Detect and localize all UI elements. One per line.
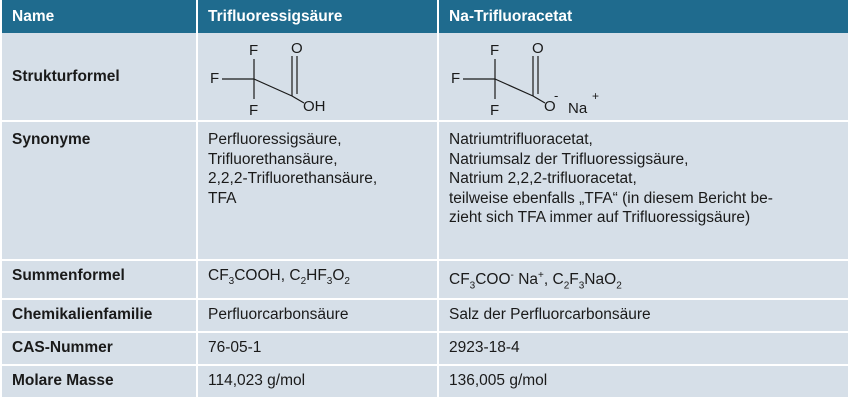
- formula-label: Summenformel: [2, 260, 198, 300]
- na-bond-cc: [494, 78, 534, 97]
- cas-row: CAS-Nummer 76-05-1 2923-18-4: [2, 331, 848, 366]
- na-bond-co-minus: [532, 95, 546, 104]
- tfa-mass: 114,023 g/mol: [197, 364, 439, 397]
- header-row: Name Trifluoressigsäure Na-Trifluoraceta…: [2, 0, 848, 33]
- synonyms-row: Synonyme Perfluoressigsäure, Trifluoreth…: [2, 121, 848, 261]
- na-left-fluorine: F: [451, 70, 460, 87]
- tfa-left-fluorine: F: [210, 70, 219, 87]
- na-cas: 2923-18-4: [438, 331, 848, 366]
- na-family: Salz der Perfluorcarbonsäure: [438, 298, 848, 333]
- tfa-bond-coh: [291, 95, 305, 104]
- tfa-structure-drawing: F F F O OH: [210, 40, 326, 119]
- tfa-bottom-fluorine: F: [249, 102, 258, 119]
- na-carbonyl-oxygen: O: [532, 40, 544, 57]
- na-plus-charge: +: [592, 89, 599, 103]
- header-name: Name: [2, 0, 198, 33]
- tfa-top-fluorine: F: [249, 42, 258, 59]
- na-structure-cell: F F F O O - Na +: [438, 33, 848, 122]
- mass-row: Molare Masse 114,023 g/mol 136,005 g/mol: [2, 364, 848, 397]
- na-formula: CF3COO- Na+, C2F3NaO2: [438, 260, 848, 300]
- na-synonym-line: teilweise ebenfalls „TFA“ (in diesem Ber…: [449, 189, 773, 207]
- tfa-synonyms: Perfluoressigsäure, Trifluorethansäure, …: [197, 121, 439, 261]
- tfa-synonym-line: Perfluoressigsäure,: [208, 131, 342, 148]
- cas-label: CAS-Nummer: [2, 331, 198, 366]
- na-anion-oxygen: O: [544, 98, 556, 115]
- tfa-carbonyl-oxygen: O: [291, 40, 303, 57]
- na-sodium: Na: [568, 100, 588, 117]
- header-na-tfa: Na-Trifluoracetat: [438, 0, 848, 33]
- header-tfa: Trifluoressigsäure: [197, 0, 439, 33]
- tfa-synonym-line: TFA: [208, 189, 237, 207]
- structure-label: Strukturformel: [2, 33, 198, 122]
- na-top-fluorine: F: [490, 42, 499, 59]
- na-synonym-line: Natriumsalz der Trifluoressigsäure,: [449, 150, 689, 168]
- tfa-synonym-line: 2,2,2-Trifluorethansäure,: [208, 170, 378, 187]
- tfa-formula: CF3COOH, C2HF3O2: [197, 260, 439, 300]
- structure-row: Strukturformel F F F O OH: [2, 33, 848, 122]
- synonyms-label: Synonyme: [2, 121, 198, 261]
- na-synonyms: Natriumtrifluoracetat, Natriumsalz der T…: [438, 121, 848, 261]
- na-synonym-line: Natrium 2,2,2-trifluoracetat,: [449, 170, 637, 187]
- na-minus-charge: -: [554, 88, 558, 103]
- tfa-cas: 76-05-1: [197, 331, 439, 366]
- tfa-hydroxyl: OH: [303, 98, 326, 115]
- family-row: Chemikalienfamilie Perfluorcarbonsäure S…: [2, 298, 848, 333]
- na-synonym-line: zieht sich TFA immer auf Trifluoressigsä…: [449, 209, 751, 226]
- na-synonym-line: Natriumtrifluoracetat,: [449, 131, 593, 148]
- tfa-structure-cell: F F F O OH: [197, 33, 439, 122]
- tfa-synonym-line: Trifluorethansäure,: [208, 150, 338, 168]
- formula-row: Summenformel CF3COOH, C2HF3O2 CF3COO- Na…: [2, 260, 848, 300]
- family-label: Chemikalienfamilie: [2, 298, 198, 333]
- tfa-bond-cc: [253, 78, 293, 97]
- na-bottom-fluorine: F: [490, 102, 499, 119]
- mass-label: Molare Masse: [2, 364, 198, 397]
- tfa-family: Perfluorcarbonsäure: [197, 298, 439, 333]
- na-mass: 136,005 g/mol: [438, 364, 848, 397]
- na-structure-drawing: F F F O O - Na +: [451, 40, 599, 119]
